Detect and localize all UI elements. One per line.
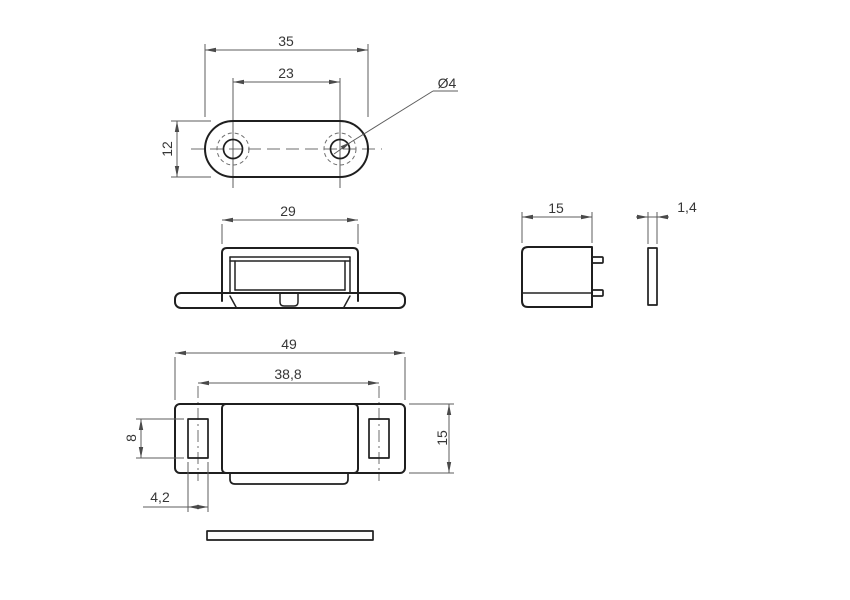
arrowhead bbox=[522, 214, 533, 220]
arrowhead bbox=[357, 47, 368, 53]
strike-plate-top-view: 35 23 12 Ø4 bbox=[159, 33, 458, 188]
strike-plate-side-view bbox=[206, 530, 374, 541]
right-mounting-slot bbox=[368, 418, 390, 459]
base-outline bbox=[174, 403, 406, 474]
bottom-tab bbox=[279, 293, 299, 307]
dimension-slot-width: 4,2 bbox=[143, 462, 209, 512]
arrowhead bbox=[347, 217, 358, 223]
catch-top-view: 49 38,8 8 15 bbox=[123, 336, 454, 512]
arrowhead bbox=[657, 214, 668, 220]
chamfer-line bbox=[229, 295, 237, 308]
arrowhead bbox=[446, 462, 452, 473]
dimension-overall-length: 49 bbox=[174, 336, 406, 400]
catch-side-view: 15 bbox=[521, 200, 604, 308]
dimension-hole-diameter: Ø4 bbox=[333, 75, 458, 155]
left-screw-hole bbox=[222, 138, 244, 160]
dimension-body-depth: 15 bbox=[521, 200, 593, 243]
front-tab-outline bbox=[229, 473, 349, 485]
arrowhead bbox=[188, 504, 199, 510]
base-plate-outline bbox=[174, 292, 406, 309]
dimension-value: 23 bbox=[278, 65, 294, 81]
dimension-value: 29 bbox=[280, 203, 296, 219]
right-countersink-circle bbox=[323, 132, 357, 166]
arrowhead bbox=[174, 166, 180, 177]
dimension-plate-height: 12 bbox=[159, 120, 211, 178]
mounting-tab-top bbox=[591, 256, 604, 264]
mounting-tab-bottom bbox=[591, 289, 604, 297]
housing-outline bbox=[221, 247, 359, 302]
arrowhead bbox=[233, 79, 244, 85]
dimension-body-width: 15 bbox=[409, 403, 454, 474]
arrowhead bbox=[138, 447, 144, 458]
arrowhead bbox=[368, 380, 379, 386]
dimension-value: 12 bbox=[159, 141, 175, 157]
dimension-slot-length: 8 bbox=[123, 418, 184, 459]
dimension-value: 8 bbox=[123, 434, 139, 442]
arrowhead bbox=[197, 504, 208, 510]
arrowhead bbox=[174, 121, 180, 132]
dimension-plate-thickness: 1,4 bbox=[636, 199, 697, 244]
right-screw-hole bbox=[329, 138, 351, 160]
catch-front-view: 29 bbox=[174, 203, 406, 309]
chamfer-line bbox=[343, 295, 351, 308]
dimension-value: 15 bbox=[434, 430, 450, 446]
dimension-value: 49 bbox=[281, 336, 297, 352]
arrowhead bbox=[637, 214, 648, 220]
plate-side-outline bbox=[206, 530, 374, 541]
arrowhead bbox=[198, 380, 209, 386]
arrowhead bbox=[205, 47, 216, 53]
arrowhead bbox=[394, 350, 405, 356]
dimension-hole-spacing: 23 bbox=[233, 65, 340, 85]
dimension-value: 4,2 bbox=[150, 489, 170, 505]
arrowhead bbox=[446, 404, 452, 415]
arrowhead bbox=[329, 79, 340, 85]
arrowhead bbox=[340, 142, 351, 150]
arrowhead bbox=[138, 419, 144, 430]
dimension-value: 35 bbox=[278, 33, 294, 49]
side-body-outline bbox=[521, 246, 593, 308]
arrowhead bbox=[581, 214, 592, 220]
dimension-value: 1,4 bbox=[677, 199, 697, 215]
dimension-plate-width: 35 bbox=[204, 33, 369, 117]
leader-line bbox=[350, 90, 434, 143]
housing-top-outline bbox=[221, 403, 359, 474]
arrowhead bbox=[222, 217, 233, 223]
strike-plate-edge-view: 1,4 bbox=[636, 199, 697, 306]
arrowhead bbox=[175, 350, 186, 356]
left-countersink-circle bbox=[216, 132, 250, 166]
plate-edge-outline bbox=[647, 247, 658, 306]
dimension-value: Ø4 bbox=[438, 75, 457, 91]
strike-plate-outline bbox=[204, 120, 369, 178]
dimension-housing-width: 29 bbox=[221, 203, 359, 244]
dimension-value: 38,8 bbox=[274, 366, 301, 382]
left-mounting-slot bbox=[187, 418, 209, 459]
dimension-value: 15 bbox=[548, 200, 564, 216]
dimension-slot-spacing: 38,8 bbox=[198, 366, 379, 386]
